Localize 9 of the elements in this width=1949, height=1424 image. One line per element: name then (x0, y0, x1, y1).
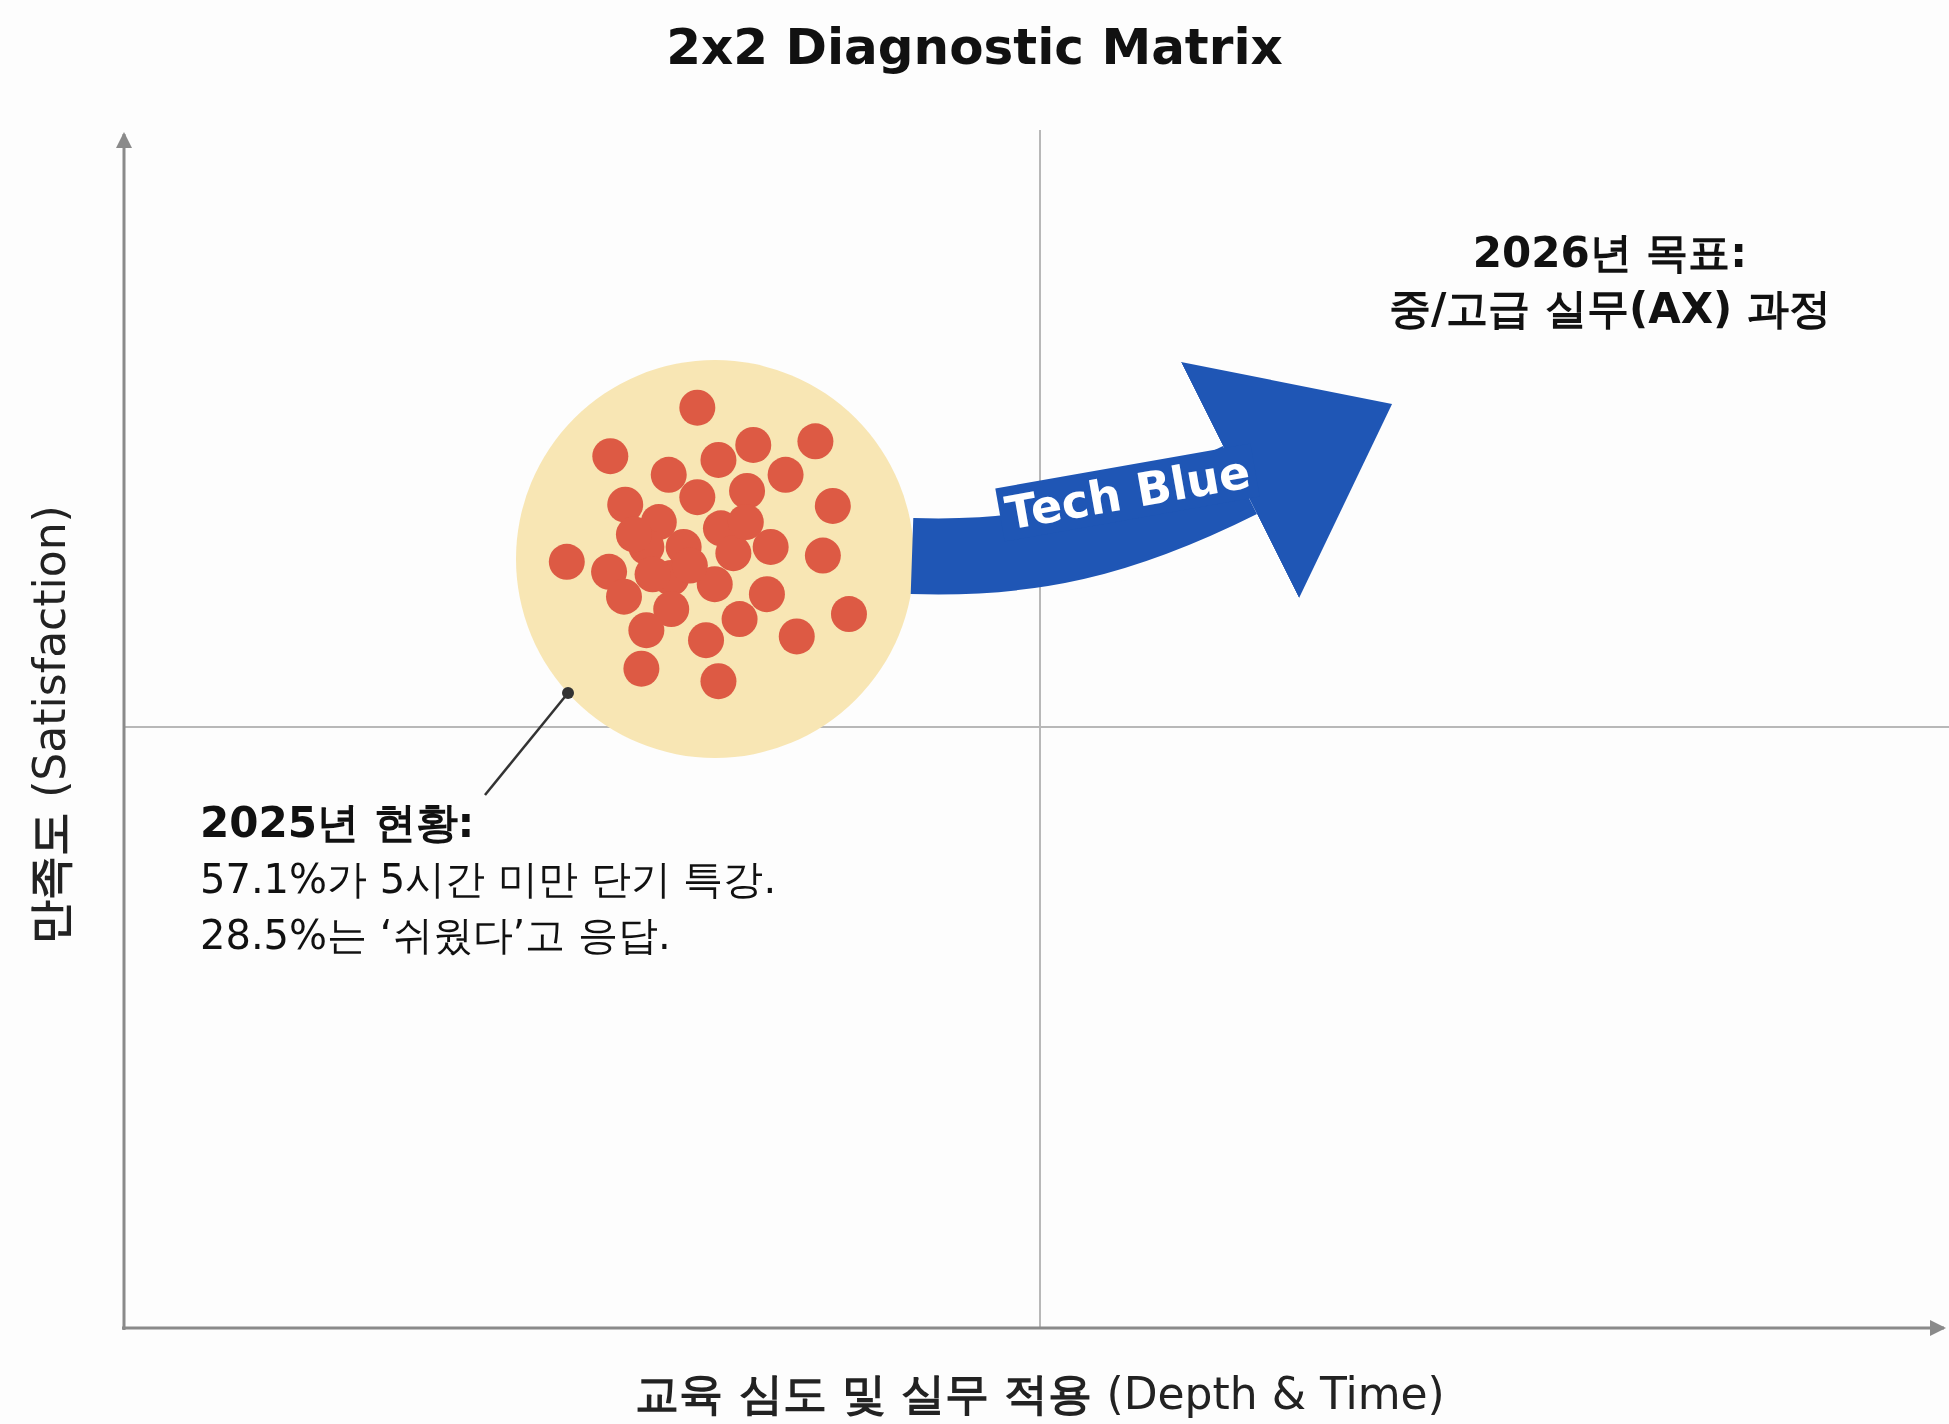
heading-text: 2025년 현황: (200, 797, 476, 849)
axis-title: 만족도 (Satisfaction) (22, 504, 76, 946)
body-text: 57.1%가 5시간 미만 단기 특강. 28.5%는 ‘쉬웠다’고 응답. (200, 855, 778, 960)
heading-text: 중/고급 실무(AX) 과정 (1388, 283, 1832, 335)
heading-text: 2026년 목표: (1471, 227, 1749, 279)
axis-title: 교육 심도 및 실무 적용 (Depth & Time) (634, 1367, 1446, 1421)
dot-cluster-drawing (516, 360, 914, 758)
title: 2x2 Diagnostic Matrix (665, 18, 1284, 76)
leader-line (484, 687, 574, 796)
